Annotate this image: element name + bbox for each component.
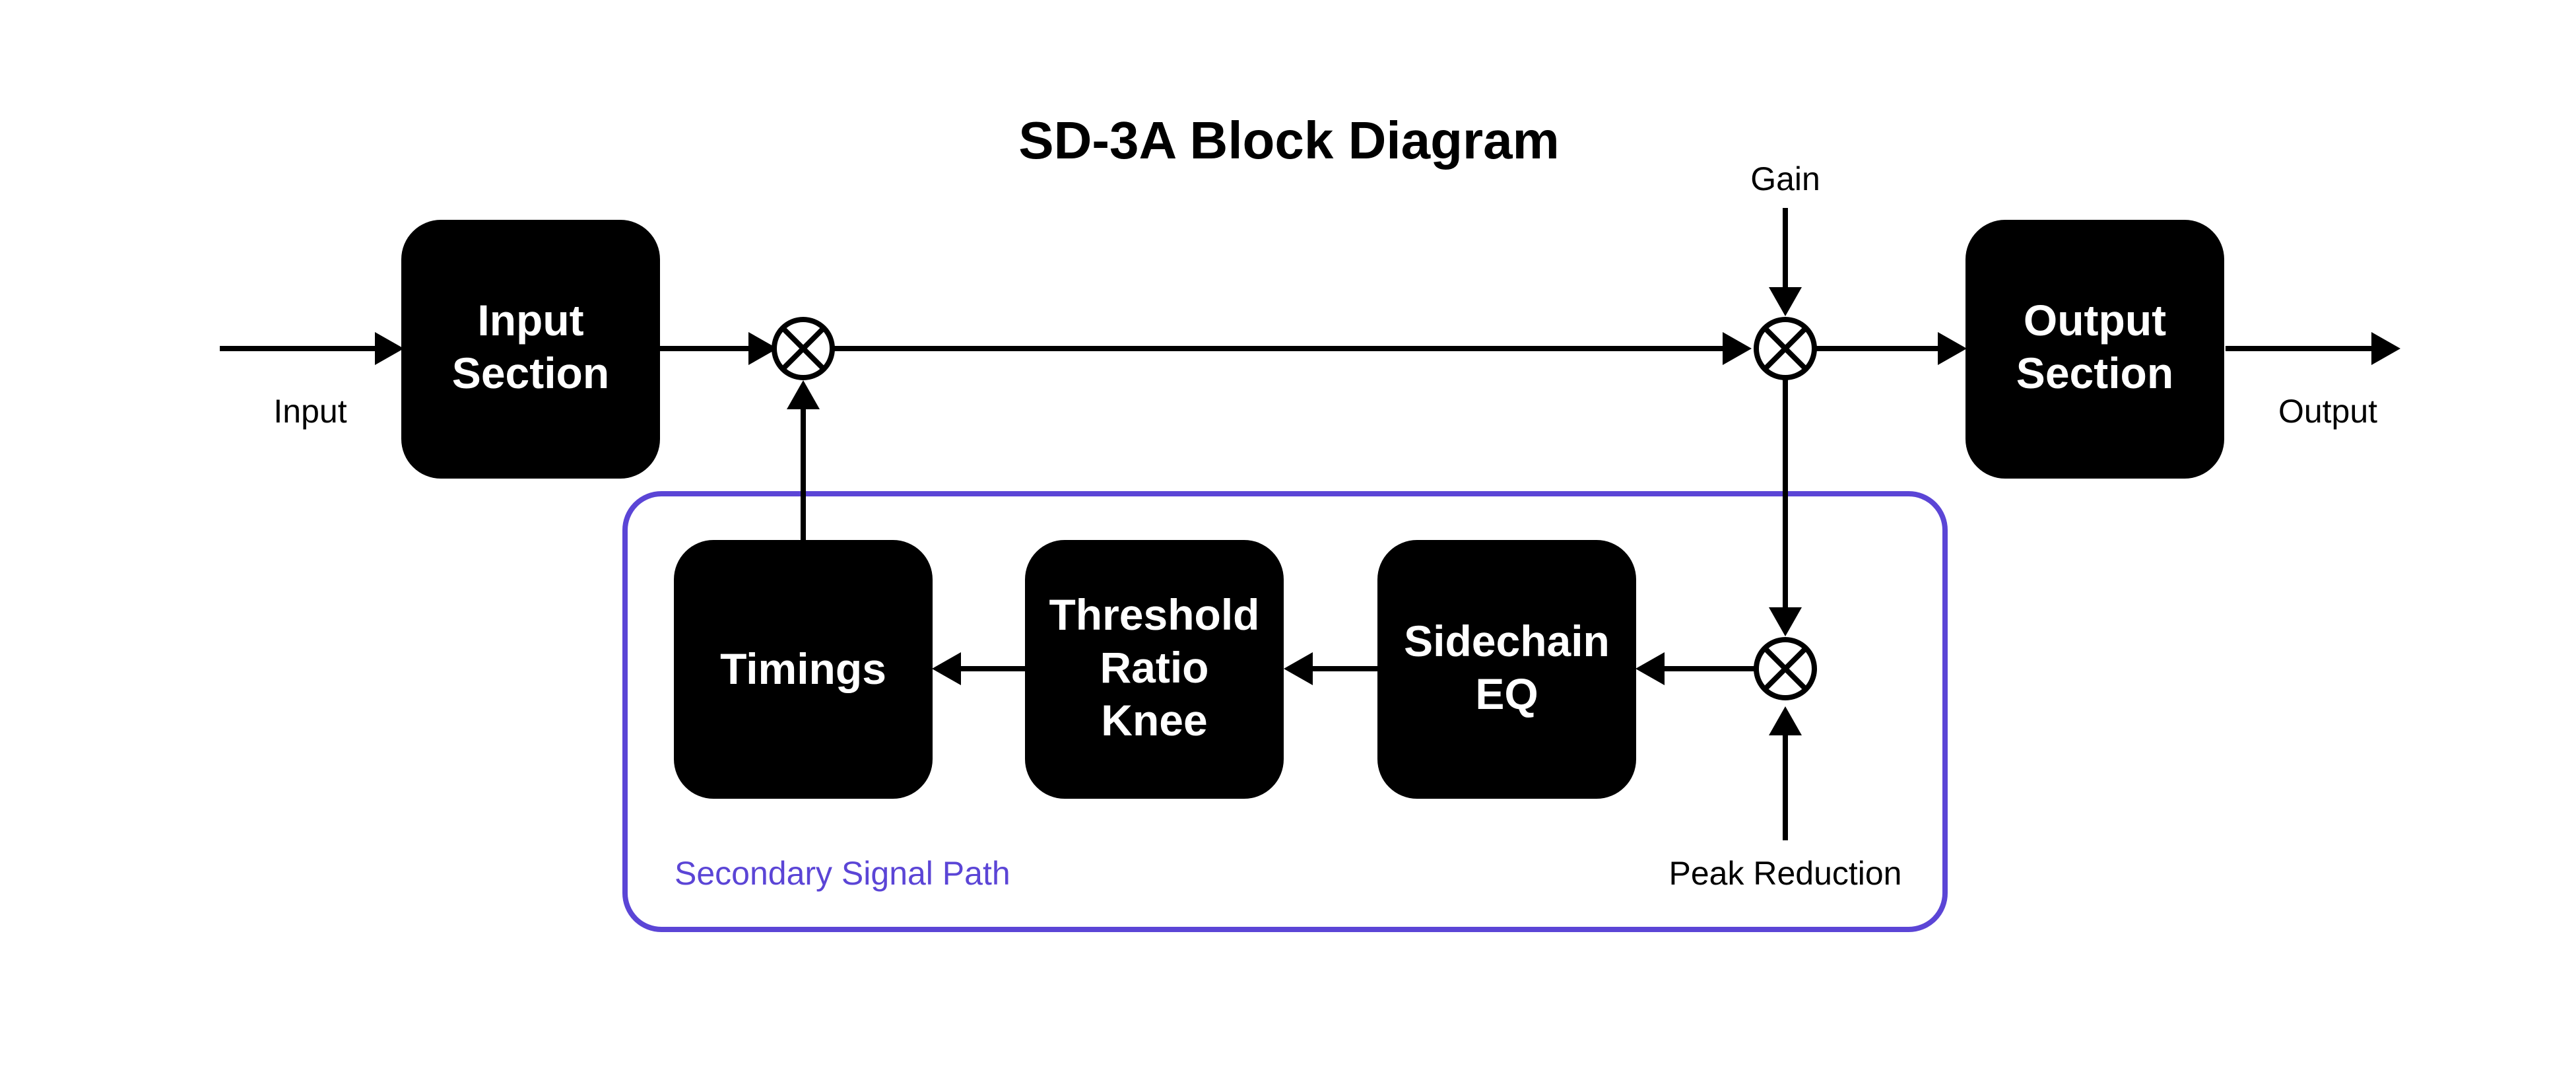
output-section-line-1: Output [2024,296,2166,345]
threshold-ratio-knee-block: Threshold Ratio Knee [1025,540,1284,799]
input-section-block: Input Section [401,220,660,479]
mixer-gain-multiply-icon [1754,317,1817,380]
threshold-arrowhead [1284,652,1313,685]
output-section-line-2: Section [2016,349,2173,397]
input-label: Input [273,393,347,430]
peak-reduction-label: Peak Reduction [1668,855,1901,892]
mixer3-bottom-arrowhead [1769,706,1802,735]
eq-label: EQ [1475,669,1538,718]
sidechain-label: Sidechain [1404,617,1610,665]
sidechain-eq-block: Sidechain EQ [1377,540,1636,799]
mixer2-arrowhead [1723,332,1752,365]
mixer3-top-arrowhead [1769,607,1802,636]
input-section-line-1: Input [477,296,583,345]
diagram-title: SD-3A Block Diagram [1018,111,1560,170]
output-section-block: Output Section [1965,220,2224,479]
mixer1-arrowhead [748,332,777,365]
output-arrowhead [2371,332,2400,365]
gain-label: Gain [1750,160,1820,197]
sidechain-arrowhead [1635,652,1665,685]
timings-block: Timings [674,540,933,799]
threshold-label: Threshold [1049,590,1259,639]
secondary-signal-path-label: Secondary Signal Path [675,855,1010,892]
input-arrowhead [375,332,404,365]
knee-label: Knee [1101,696,1207,745]
output-label: Output [2278,393,2377,430]
mixer-peak-reduction-multiply-icon [1754,637,1817,700]
ratio-label: Ratio [1100,643,1209,692]
timings-label: Timings [720,644,886,693]
gain-arrowhead [1769,287,1802,316]
timings-arrowhead [932,652,961,685]
mixer-input-multiply-icon [772,317,835,380]
secondary-signal-path-group [622,491,1948,932]
input-section-line-2: Section [452,349,609,397]
mixer1-bottom-arrowhead [787,380,820,409]
output-section-arrowhead [1938,332,1967,365]
